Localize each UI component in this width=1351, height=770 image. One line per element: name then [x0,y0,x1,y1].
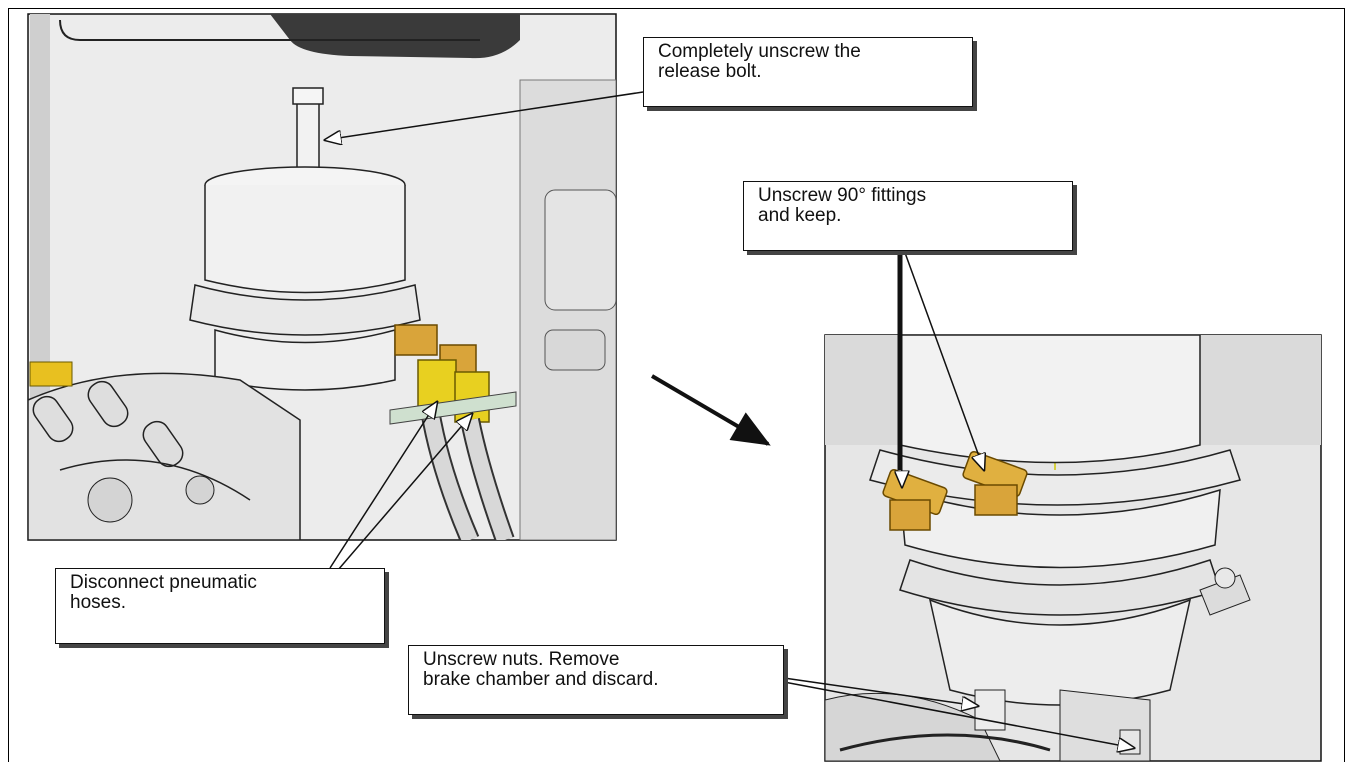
callout-nuts-line-1: Unscrew nuts. Remove [423,649,620,670]
callout-nuts: Unscrew nuts. Remove brake chamber and d… [408,645,784,715]
callout-hoses-line-1: Disconnect pneumatic [70,572,257,593]
hose-arrow-1 [329,402,437,569]
left-render-image [27,13,617,541]
callout-fittings-line-2: and keep. [758,205,842,226]
release-bolt-arrow [325,91,644,140]
callout-hoses: Disconnect pneumatic hoses. [55,568,385,644]
nut-arrow-2 [783,681,1134,748]
hose-arrow-2 [337,414,472,571]
callout-nuts-line-2: brake chamber and discard. [423,669,659,690]
figure-frame [8,8,1345,762]
callout-fittings: Unscrew 90° fittings and keep. [743,181,1073,251]
right-render-image [824,334,1322,762]
callout-release-bolt-line-1: Completely unscrew the [658,41,861,62]
fitting-arrow-2 [903,249,984,470]
callout-release-bolt-line-2: release bolt. [658,61,762,82]
transition-arrow [650,374,771,446]
callout-release-bolt: Completely unscrew the release bolt. [643,37,973,107]
callout-fittings-line-1: Unscrew 90° fittings [758,185,927,206]
nut-arrow-1 [783,677,978,706]
callout-hoses-line-2: hoses. [70,592,126,613]
